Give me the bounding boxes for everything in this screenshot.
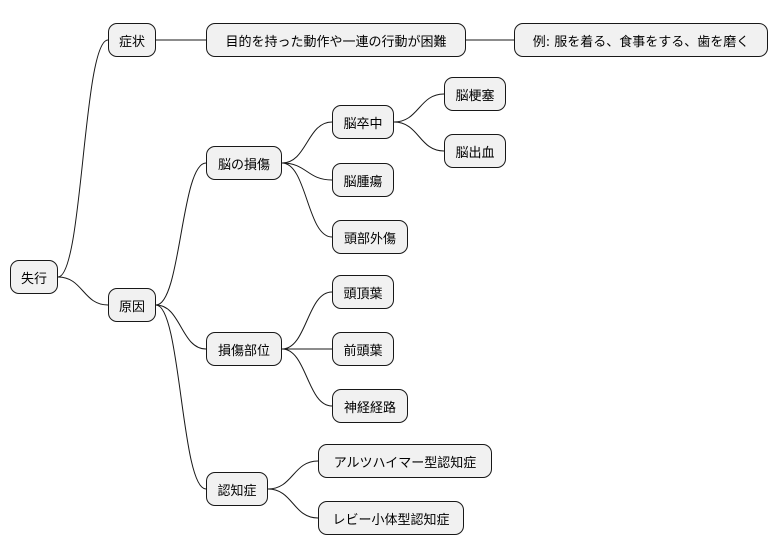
edge-cause-site: [155, 304, 207, 350]
node-stroke[interactable]: 脳卒中: [332, 105, 394, 139]
edge-brain-tumor: [281, 162, 333, 181]
node-hemorrhage[interactable]: 脳出血: [444, 134, 506, 168]
node-infarction[interactable]: 脳梗塞: [444, 77, 506, 111]
edge-root-cause: [57, 276, 109, 306]
edge-brain-stroke: [281, 121, 333, 164]
node-head-trauma[interactable]: 頭部外傷: [332, 220, 408, 254]
edge-cause-dementia: [155, 304, 207, 490]
node-dementia[interactable]: 認知症: [206, 472, 268, 506]
edge-stroke-infarction: [393, 93, 445, 123]
node-neural-pathways[interactable]: 神経経路: [332, 389, 408, 423]
node-parietal[interactable]: 頭頂葉: [332, 275, 394, 309]
node-frontal[interactable]: 前頭葉: [332, 332, 394, 366]
edge-site-pathways: [281, 348, 333, 407]
edge-root-symptom: [57, 39, 109, 278]
edge-brain-trauma: [281, 162, 333, 238]
node-symptom-detail[interactable]: 目的を持った動作や一連の行動が困難: [206, 23, 466, 57]
edge-cause-brain: [155, 162, 207, 306]
edge-site-parietal: [281, 291, 333, 350]
node-symptom-example[interactable]: 例: 服を着る、食事をする、歯を磨く: [514, 23, 768, 57]
edge-stroke-hemorrhage: [393, 121, 445, 152]
edge-dementia-lewy: [267, 488, 319, 519]
node-root[interactable]: 失行: [10, 260, 58, 294]
node-damage-site[interactable]: 損傷部位: [206, 332, 282, 366]
node-cause[interactable]: 原因: [108, 288, 156, 322]
node-alzheimers[interactable]: アルツハイマー型認知症: [318, 444, 492, 478]
node-symptom[interactable]: 症状: [108, 23, 156, 57]
node-lewy[interactable]: レビー小体型認知症: [318, 501, 464, 535]
node-brain-damage[interactable]: 脳の損傷: [206, 146, 282, 180]
node-tumor[interactable]: 脳腫瘍: [332, 163, 394, 197]
edge-dementia-alzheimers: [267, 460, 319, 490]
